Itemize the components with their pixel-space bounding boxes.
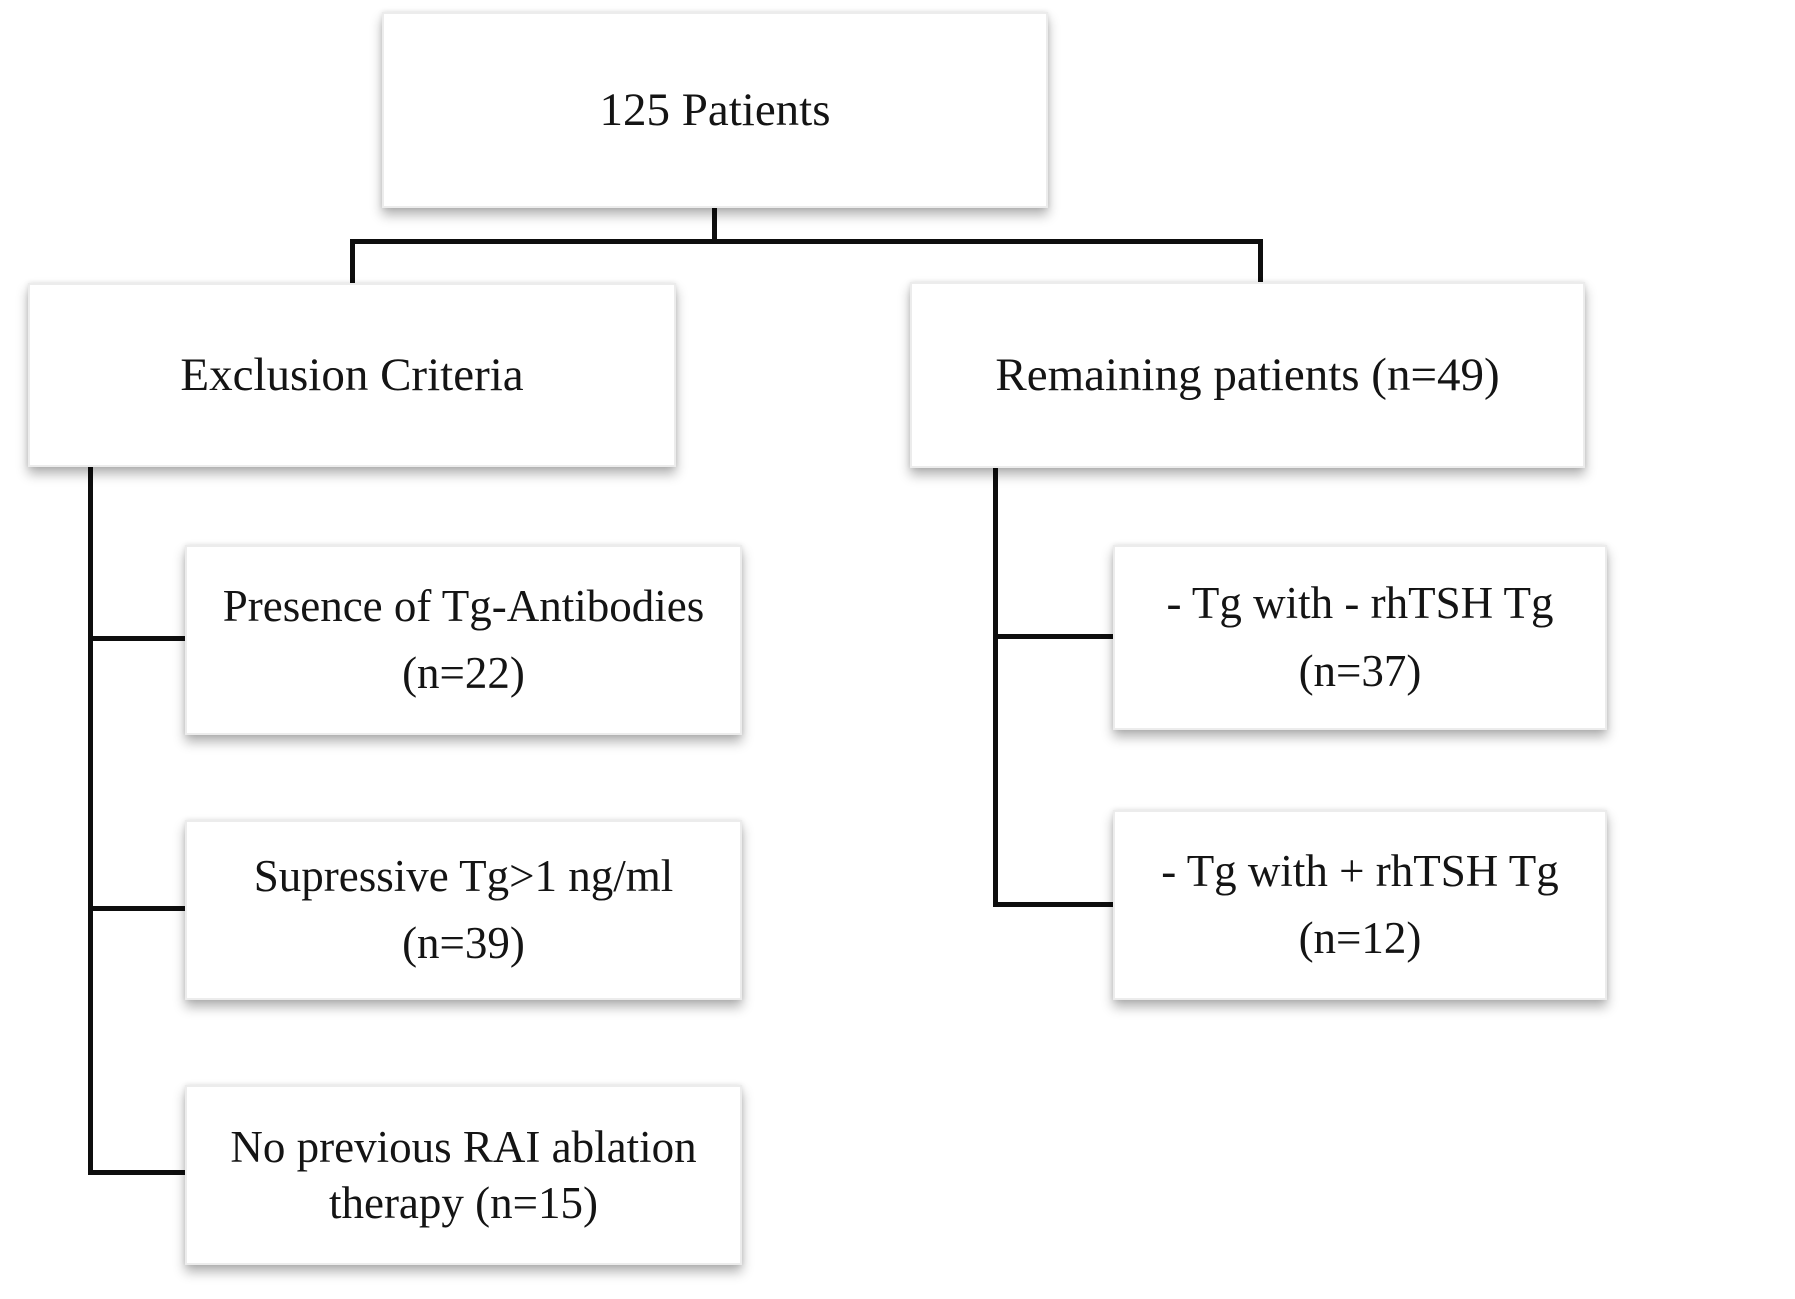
connector-right-trunk [993,468,998,907]
node-suppressive-tg: Supressive Tg>1 ng/ml (n=39) [185,820,742,1000]
node-tg-antibodies: Presence of Tg-Antibodies (n=22) [185,545,742,735]
node-neg-tg-pos-rhtsh: - Tg with + rhTSH Tg (n=12) [1113,810,1607,1000]
node-label-line2: (n=39) [402,918,525,968]
node-exclusion-criteria: Exclusion Criteria [28,283,676,467]
node-label-line1: - Tg with - rhTSH Tg [1166,578,1554,628]
node-label-line2: (n=22) [402,648,525,698]
connector-left-drop [350,239,355,285]
connector-right-stub-1 [993,634,1115,639]
node-label: No previous RAI ablation therapy (n=15) [230,1121,697,1228]
node-label: Exclusion Criteria [180,348,524,401]
connector-top-stem [712,208,717,244]
node-neg-tg-neg-rhtsh: - Tg with - rhTSH Tg (n=37) [1113,545,1607,730]
connector-left-stub-3 [88,1170,187,1175]
node-label: 125 Patients [599,83,831,136]
node-label-line2: (n=37) [1298,645,1422,696]
node-total-patients: 125 Patients [382,12,1048,208]
node-no-rai-ablation: No previous RAI ablation therapy (n=15) [185,1085,742,1265]
node-remaining-patients: Remaining patients (n=49) [910,282,1585,468]
connector-branch-bar [350,239,1263,244]
connector-right-drop [1258,239,1263,284]
node-label-line1: Supressive Tg>1 ng/ml [253,850,674,901]
node-label-line1: Presence of Tg-Antibodies [222,580,705,631]
node-label: Remaining patients (n=49) [995,348,1500,401]
node-label-line1: - Tg with + rhTSH Tg [1161,845,1559,896]
connector-left-stub-1 [88,636,187,641]
connector-left-trunk [88,467,93,1175]
connector-right-stub-2 [993,902,1115,907]
node-label-line2: (n=12) [1298,913,1422,963]
connector-left-stub-2 [88,906,187,911]
